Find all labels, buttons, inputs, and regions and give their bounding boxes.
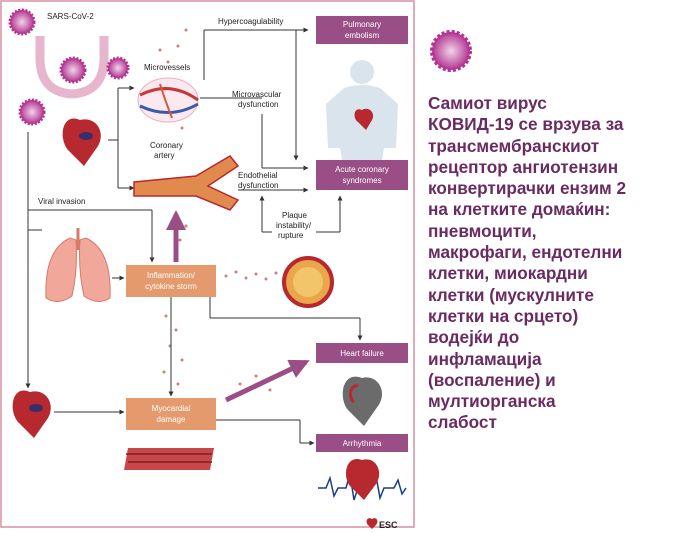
- plaque-icon: [282, 256, 334, 308]
- virus-icon: [59, 56, 87, 84]
- endothelial-label: dysfunction: [238, 181, 278, 190]
- microvessels-icon: [137, 77, 199, 123]
- description-line: клетки (мускулните: [428, 284, 594, 305]
- description-line: клетки, миокардни: [428, 263, 588, 284]
- lungs-icon: [45, 228, 111, 302]
- description-line: (воспаление) и: [428, 369, 556, 390]
- esc-logo: ESC: [366, 518, 398, 530]
- plaque-label: rupture: [278, 231, 304, 240]
- svg-text:Acute coronary: Acute coronary: [335, 165, 389, 174]
- description-line: рецептор ангиотензин: [428, 156, 619, 177]
- myocardial-damage-box: Myocardial damage: [126, 398, 216, 430]
- description-line: конвертирачки ензим 2: [428, 178, 627, 199]
- svg-text:Pulmonary: Pulmonary: [343, 20, 381, 29]
- description-line: макрофаги, ендотелни: [428, 242, 623, 263]
- description-line: трансмембранскиот: [428, 135, 600, 156]
- svg-text:ESC: ESC: [379, 520, 398, 530]
- pulmonary-embolism-box: Pulmonary embolism: [316, 16, 408, 44]
- description-line: мултиорганска: [428, 391, 556, 412]
- svg-text:syndromes: syndromes: [342, 176, 381, 185]
- virus-label: SARS-CoV-2: [47, 12, 94, 21]
- diagram-frame: [0, 0, 415, 528]
- plaque-label: Plaque: [282, 211, 307, 220]
- svg-text:Heart failure: Heart failure: [340, 349, 384, 358]
- virus-icon: [8, 8, 36, 36]
- microvascular-label: Microvascular: [232, 90, 282, 99]
- description-line: слабост: [428, 412, 497, 433]
- hypercoagulability-label: Hypercoagulability: [218, 17, 283, 26]
- myocardial-tissue-icon: [124, 448, 214, 470]
- coronary-label: artery: [154, 151, 174, 160]
- big-arrow: [224, 359, 310, 403]
- microvascular-label: dysfunction: [238, 100, 278, 109]
- viral-invasion-label: Viral invasion: [38, 197, 85, 206]
- description-line: Самиот вирус: [428, 93, 547, 113]
- microvessels-label: Microvessels: [144, 63, 190, 72]
- description-line: пневмоцити,: [428, 220, 537, 241]
- cytokine-dots: [158, 28, 278, 392]
- heart-icon: [12, 390, 51, 438]
- svg-text:Myocardial: Myocardial: [152, 404, 191, 413]
- virus-icon: [18, 98, 46, 126]
- virus-icon: [430, 30, 472, 72]
- cell-membrane: [35, 36, 109, 99]
- endothelial-label: Endothelial: [238, 171, 278, 180]
- svg-text:Arrhythmia: Arrhythmia: [343, 439, 382, 448]
- description-line: водејќи до: [428, 327, 520, 348]
- arrhythmia-box: Arrhythmia: [316, 434, 408, 452]
- acute-coronary-syndromes-box: Acute coronary syndromes: [316, 160, 408, 190]
- heart-icon: [346, 458, 380, 500]
- svg-text:Inflammation/: Inflammation/: [147, 271, 196, 280]
- description-line: инфламација: [428, 348, 542, 369]
- inflammation-box: Inflammation/ cytokine storm: [126, 265, 216, 297]
- human-torso-icon: [326, 60, 398, 160]
- plaque-label: instability/: [276, 221, 312, 230]
- description-line: на клетките домаќин:: [428, 199, 611, 220]
- virus-icon: [106, 56, 130, 80]
- coronary-label: Coronary: [150, 141, 183, 150]
- svg-text:damage: damage: [157, 415, 186, 424]
- coronary-artery-icon: [133, 155, 240, 211]
- failing-heart-icon: [342, 376, 383, 426]
- svg-text:embolism: embolism: [345, 31, 380, 40]
- svg-text:cytokine storm: cytokine storm: [145, 282, 197, 291]
- description-line: клетки на срцето): [428, 305, 579, 326]
- heart-icon: [62, 118, 101, 166]
- heart-failure-box: Heart failure: [316, 343, 408, 363]
- description-line: КОВИД-19 се врзува за: [428, 114, 624, 135]
